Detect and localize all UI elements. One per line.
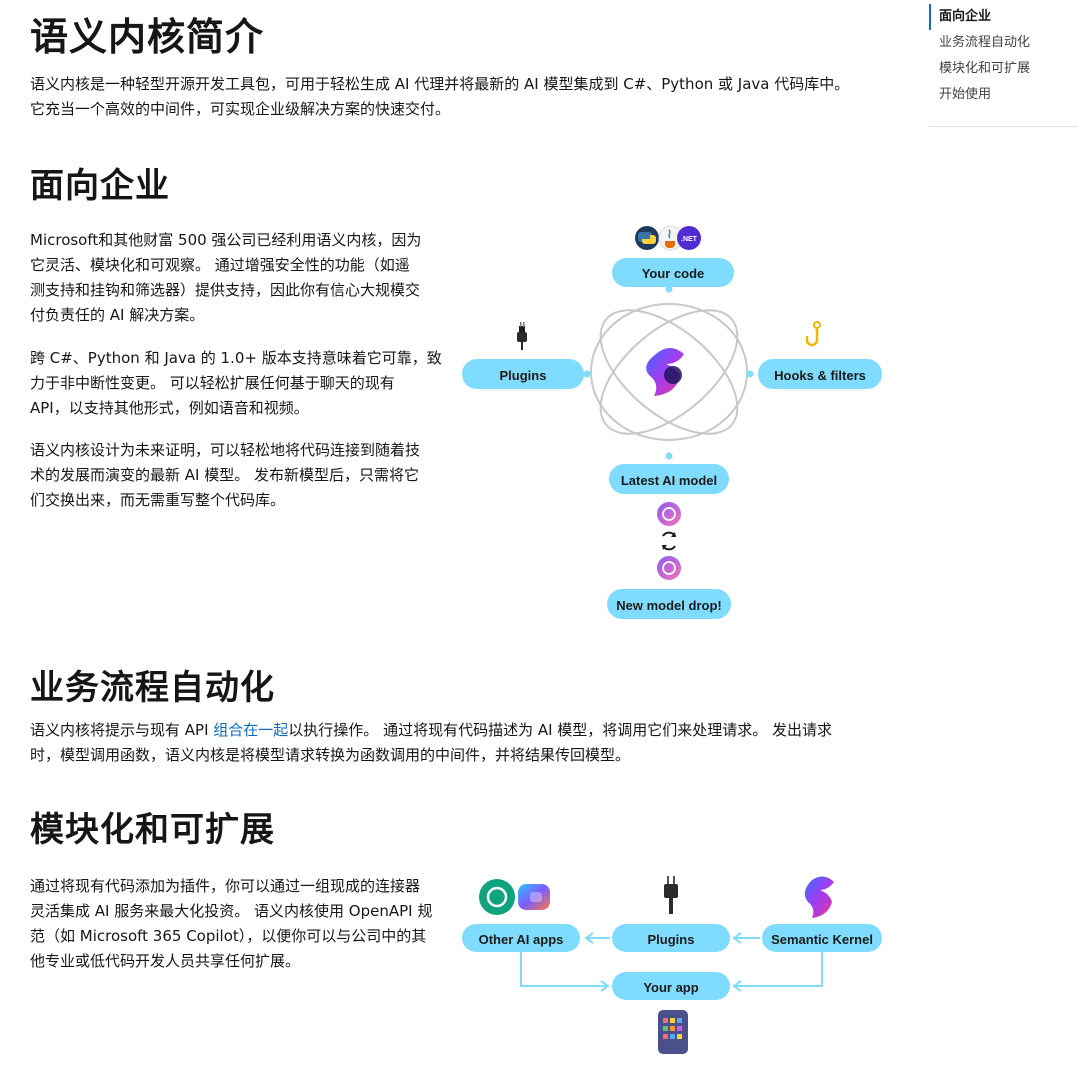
pill-new-model: New model drop! bbox=[607, 589, 731, 619]
copilot-icon bbox=[518, 884, 550, 910]
pill-your-app: Your app bbox=[612, 972, 730, 1000]
text-line: 们交换出来，而无需重写整个代码库。 bbox=[30, 491, 286, 509]
connector-dots bbox=[583, 285, 754, 460]
compose-link[interactable]: 组合在一起 bbox=[213, 721, 289, 739]
text-line: 语义内核设计为未来证明，可以轻松地将代码连接到随着技 bbox=[30, 441, 421, 459]
text-line: 力于非中断性变更。 可以轻松扩展任何基于聊天的现有 bbox=[30, 374, 395, 392]
swap-arrows-icon bbox=[662, 531, 676, 551]
chatgpt-icon bbox=[479, 879, 515, 915]
hook-icon bbox=[805, 321, 821, 347]
pill-hooks-label: Hooks & filters bbox=[774, 368, 866, 383]
text-line: 他专业或低代码开发人员共享任何扩展。 bbox=[30, 952, 301, 970]
text-line: API，以支持其他形式，例如语音和视频。 bbox=[30, 399, 309, 417]
orbit-rings bbox=[590, 303, 748, 441]
pill-your-code: Your code bbox=[612, 258, 734, 287]
text-line: 灵活集成 AI 服务来最大化投资。 语义内核使用 OpenAPI 规 bbox=[30, 902, 433, 920]
text-line: 测支持和挂钩和筛选器）提供支持，因此你有信心大规模交 bbox=[30, 281, 421, 299]
modular-paragraph: 通过将现有代码添加为插件，你可以通过一组现成的连接器 灵活集成 AI 服务来最大… bbox=[30, 874, 455, 974]
plug-icon bbox=[664, 876, 678, 914]
kernel-architecture-diagram: .NET Your code Plugins Hooks bbox=[462, 225, 882, 619]
pill-plugins-label: Plugins bbox=[648, 932, 695, 947]
pill-latest-model-label: Latest AI model bbox=[621, 473, 717, 488]
pill-plugins-label: Plugins bbox=[500, 368, 547, 383]
text-run: 语义内核将提示与现有 API bbox=[30, 721, 214, 739]
pill-your-code-label: Your code bbox=[642, 266, 705, 281]
pill-semantic-kernel-label: Semantic Kernel bbox=[771, 932, 873, 947]
automation-paragraph: 语义内核将提示与现有 API 组合在一起以执行操作。 通过将现有代码描述为 AI… bbox=[30, 718, 832, 768]
pill-your-app-label: Your app bbox=[643, 980, 698, 995]
intro-line-2: 它充当一个高效的中间件，可实现企业级解决方案的快速交付。 bbox=[30, 100, 451, 118]
intro-paragraph: 语义内核是一种轻型开源开发工具包，可用于轻松生成 AI 代理并将最新的 AI 模… bbox=[30, 72, 849, 122]
java-icon bbox=[658, 225, 684, 251]
pill-hooks-filters: Hooks & filters bbox=[758, 359, 882, 389]
pill-other-ai-apps: Other AI apps bbox=[462, 924, 580, 952]
text-line: 它灵活、模块化和可观察。 通过增强安全性的功能（如遥 bbox=[30, 256, 410, 274]
dotnet-label: .NET bbox=[681, 236, 698, 243]
plug-icon bbox=[517, 322, 527, 350]
pill-other-apps-label: Other AI apps bbox=[479, 932, 564, 947]
toc-item-modular[interactable]: 模块化和可扩展 bbox=[939, 61, 1031, 76]
pill-plugins: Plugins bbox=[462, 359, 584, 389]
table-of-contents: 面向企业 业务流程自动化 模块化和可扩展 开始使用 bbox=[929, 4, 1078, 108]
toc-item-get-started[interactable]: 开始使用 bbox=[939, 87, 992, 102]
text-line: 范（如 Microsoft 365 Copilot），以便你可以与公司中的其 bbox=[30, 927, 427, 945]
text-run: 以执行操作。 通过将现有代码描述为 AI 模型，将调用它们来处理请求。 发出请求 bbox=[288, 721, 833, 739]
text-line: 通过将现有代码添加为插件，你可以通过一组现成的连接器 bbox=[30, 877, 421, 895]
semantic-kernel-logo-icon bbox=[646, 348, 684, 396]
text-line: 跨 C#、Python 和 Java 的 1.0+ 版本支持意味着它可靠，致 bbox=[30, 349, 442, 367]
text-line: 付负责任的 AI 解决方案。 bbox=[30, 306, 205, 324]
section-heading-enterprise: 面向企业 bbox=[30, 166, 170, 206]
enterprise-paragraph-3: 语义内核设计为未来证明，可以轻松地将代码连接到随着技 术的发展而演变的最新 AI… bbox=[30, 438, 450, 513]
openai-model-icon bbox=[657, 556, 681, 580]
section-heading-modular: 模块化和可扩展 bbox=[30, 810, 275, 850]
flow-arrows bbox=[520, 932, 823, 992]
semantic-kernel-logo-icon bbox=[804, 876, 834, 918]
page-title: 语义内核简介 bbox=[30, 15, 265, 59]
pill-new-model-label: New model drop! bbox=[616, 598, 721, 613]
plugin-ecosystem-diagram: Other AI apps Plugins Semantic Kernel Yo… bbox=[462, 876, 882, 1054]
openai-model-icon bbox=[657, 502, 681, 526]
toc-divider bbox=[929, 126, 1078, 127]
toc-item-enterprise[interactable]: 面向企业 bbox=[929, 4, 1078, 30]
text-line: Microsoft和其他财富 500 强公司已经利用语义内核，因为 bbox=[30, 231, 422, 249]
python-icon bbox=[635, 226, 659, 250]
app-grid-icon bbox=[658, 1010, 688, 1054]
toc-item-automation[interactable]: 业务流程自动化 bbox=[939, 35, 1031, 50]
pill-semantic-kernel: Semantic Kernel bbox=[762, 924, 882, 952]
intro-line-1: 语义内核是一种轻型开源开发工具包，可用于轻松生成 AI 代理并将最新的 AI 模… bbox=[30, 75, 850, 93]
text-line: 时，模型调用函数，语义内核是将模型请求转换为函数调用的中间件，并将结果传回模型。 bbox=[30, 746, 631, 764]
text-line: 术的发展而演变的最新 AI 模型。 发布新模型后，只需将它 bbox=[30, 466, 419, 484]
section-heading-automation: 业务流程自动化 bbox=[30, 668, 275, 708]
pill-latest-model: Latest AI model bbox=[609, 464, 729, 494]
pill-plugins: Plugins bbox=[612, 924, 730, 952]
enterprise-paragraph-1: Microsoft和其他财富 500 强公司已经利用语义内核，因为 它灵活、模块… bbox=[30, 228, 450, 328]
enterprise-paragraph-2: 跨 C#、Python 和 Java 的 1.0+ 版本支持意味着它可靠，致 力… bbox=[30, 346, 450, 421]
dotnet-icon: .NET bbox=[677, 226, 701, 250]
